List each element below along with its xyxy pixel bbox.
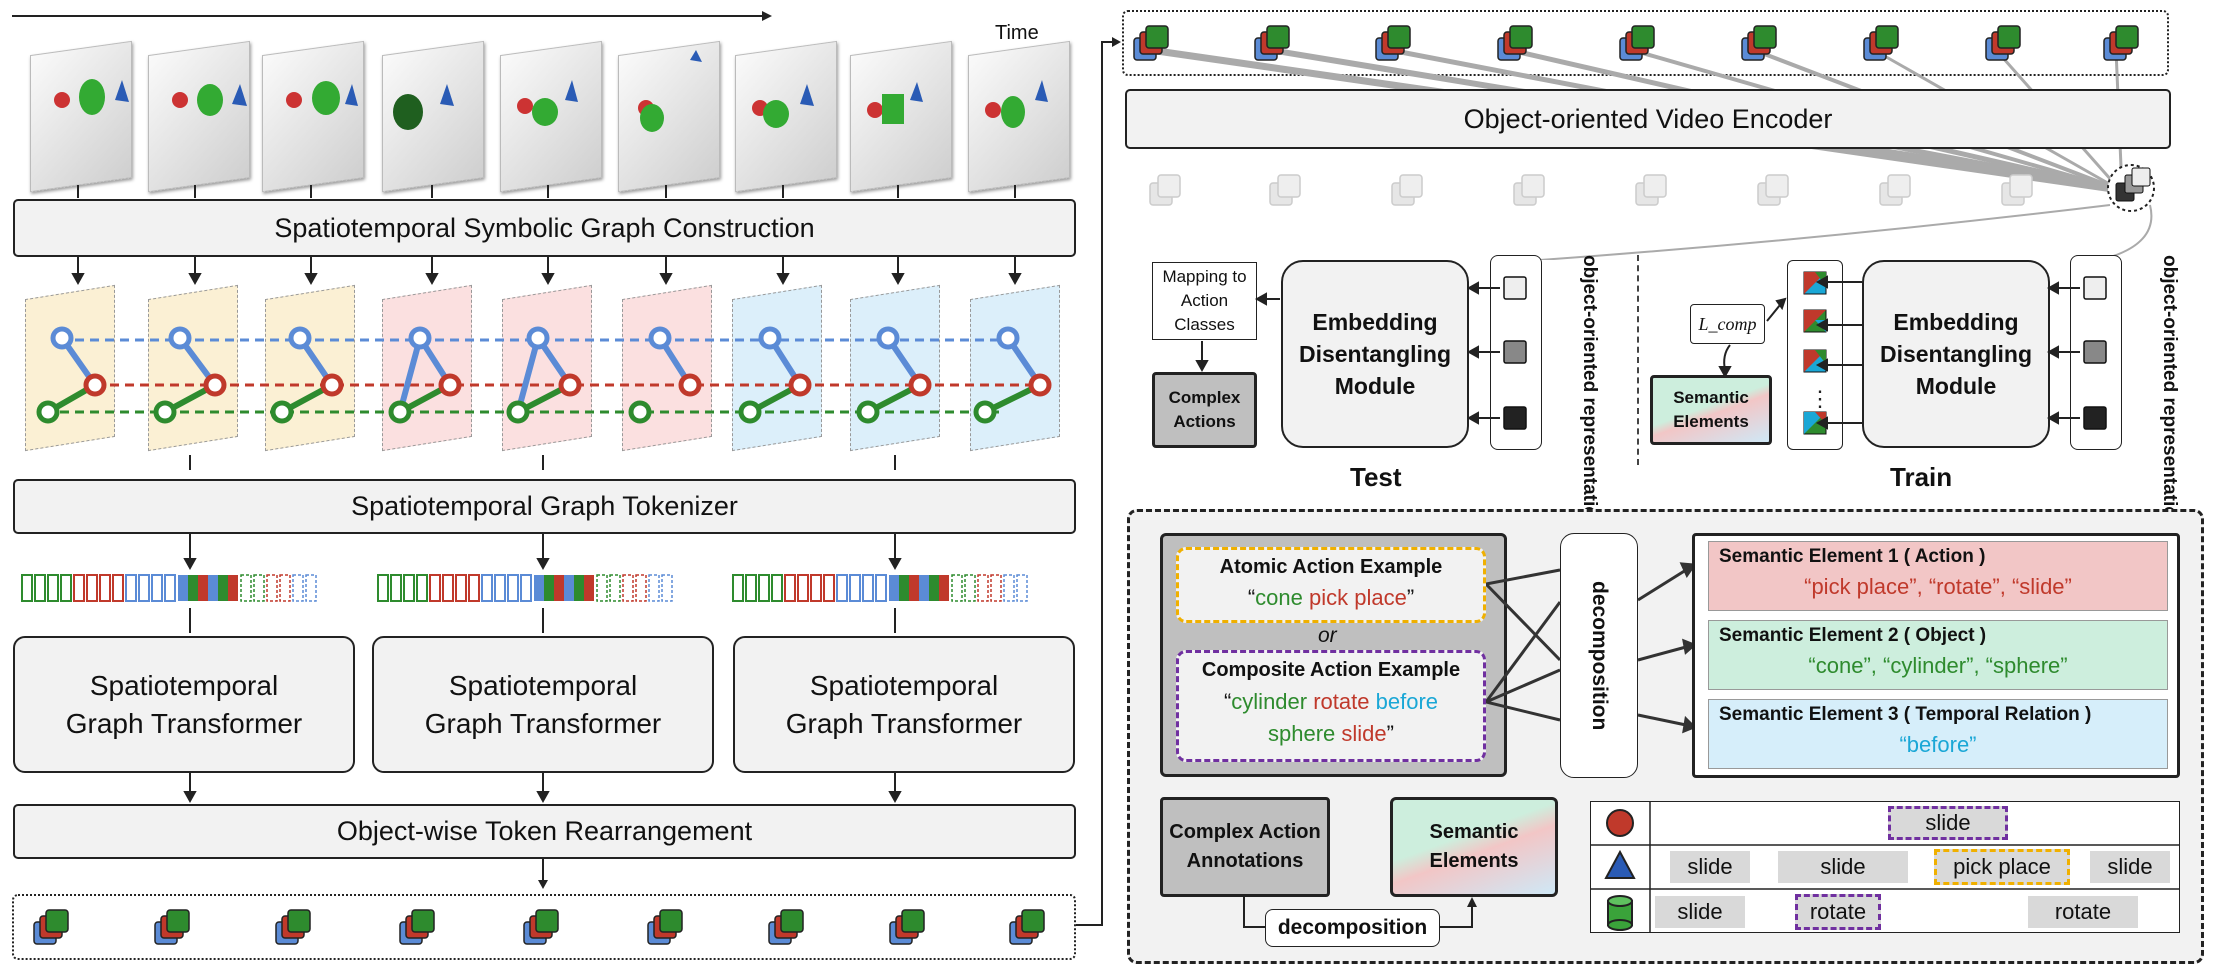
graph-dashed-links <box>45 338 1045 414</box>
complex-actions-output: Complex Actions <box>1152 372 1257 448</box>
decomposition-vertical-label: decomposition <box>1588 580 1611 731</box>
transformer-line2: Graph Transformer <box>424 707 662 739</box>
graph-tokenizer-block: Spatiotemporal Graph Tokenizer <box>13 479 1076 534</box>
time-label: Time <box>995 22 1039 44</box>
train-representation-label: object-oriented representation <box>2159 255 2180 530</box>
transformer-arrows <box>183 772 902 804</box>
test-caption: Test <box>1350 462 1402 492</box>
semantic-element-value: “pick place”, “rotate”, “slide” <box>1804 574 2072 599</box>
semantic-element-value: “cone”, “cylinder”, “sphere” <box>1808 653 2068 678</box>
symbolic-graphs <box>36 326 1052 470</box>
object-token-strip <box>12 894 1076 960</box>
or-label: or <box>1318 624 1337 647</box>
token-sequences <box>21 533 1028 633</box>
semantic-element-action: Semantic Element 1 ( Action ) “pick plac… <box>1708 541 2168 611</box>
semantic-element-title: Semantic Element 3 ( Temporal Relation ) <box>1719 704 2092 725</box>
composite-title: Composite Action Example <box>1201 659 1461 681</box>
frame-objects <box>54 50 1048 198</box>
test-arrows <box>1195 276 1527 430</box>
decomposition-arrows <box>1486 562 1697 734</box>
test-representation-label: object-oriented representation <box>1579 255 1600 530</box>
semantic-element-temporal: Semantic Element 3 ( Temporal Relation )… <box>1708 699 2168 769</box>
atomic-quote: “cone pick place” <box>1247 585 1415 610</box>
timeline-chip-cylinder-slide: slide <box>1655 896 1745 928</box>
graph-transformer-3: Spatiotemporal Graph Transformer <box>733 636 1075 773</box>
timeline-chip-cone-slide: slide <box>2090 851 2170 883</box>
video-encoder-block: Object-oriented Video Encoder <box>1125 89 2171 149</box>
embedding-disentangling-module-train: Embedding Disentangling Module <box>1862 260 2050 448</box>
atomic-title: Atomic Action Example <box>1219 556 1443 578</box>
object-tokens-bottom <box>33 909 1045 945</box>
semantic-element-title: Semantic Element 2 ( Object ) <box>1719 625 1987 646</box>
semantic-element-object: Semantic Element 2 ( Object ) “cone”, “c… <box>1708 620 2168 690</box>
transformer-line2: Graph Transformer <box>785 707 1023 739</box>
timeline-chip-cone-slide: slide <box>1778 851 1908 883</box>
semantic-elements-train: Semantic Elements <box>1650 375 1772 445</box>
transformer-line1: Spatiotemporal <box>448 669 638 701</box>
train-arrows <box>1718 275 2107 430</box>
graph-transformer-2: Spatiotemporal Graph Transformer <box>372 636 714 773</box>
graph-nodes <box>36 326 1052 424</box>
graph-to-tokenizer-lines <box>189 455 896 470</box>
timeline-grid <box>1590 801 2180 933</box>
timeline-chip-cylinder-rotate: rotate <box>2028 896 2138 928</box>
grey-output-tokens <box>1149 174 2033 206</box>
token-row-3 <box>732 574 1028 602</box>
timeline-chip-cone-slide: slide <box>1670 851 1750 883</box>
loss-comp: L_comp <box>1690 304 1765 344</box>
timeline-chip-sphere-slide: slide <box>1888 806 2008 840</box>
semantic-element-value: “before” <box>1899 732 1977 757</box>
semantic-elements-bottom: Semantic Elements <box>1390 797 1558 897</box>
loss-label: L_comp <box>1698 313 1757 334</box>
transformer-line2: Graph Transformer <box>65 707 303 739</box>
frame-scene-objects <box>54 50 1048 132</box>
graph-edges <box>45 335 1043 415</box>
complex-action-annotations: Complex Action Annotations <box>1160 797 1330 897</box>
token-rearrangement-block: Object-wise Token Rearrangement <box>13 804 1076 859</box>
time-arrow <box>12 11 772 21</box>
train-caption: Train <box>1890 462 1953 492</box>
construction-arrows <box>71 256 1022 286</box>
frame-down-ticks <box>77 185 1016 198</box>
decomposition-label-box: decomposition <box>1265 909 1440 947</box>
rearrangement-arrow <box>538 858 548 889</box>
decomposition-vertical-box: decomposition <box>1560 533 1638 778</box>
top-token-strip <box>1122 10 2169 76</box>
graph-transformer-1: Spatiotemporal Graph Transformer <box>13 636 355 773</box>
embedding-disentangling-module-test: Embedding Disentangling Module <box>1281 260 1469 448</box>
token-row-2 <box>377 574 673 602</box>
cylinder-object-icon <box>1607 895 1633 931</box>
composite-action-example: Composite Action Example “cylinder rotat… <box>1176 650 1486 762</box>
token-ellipsis: ⋮ <box>1809 386 1831 411</box>
transformer-line1: Spatiotemporal <box>809 669 999 701</box>
mapping-to-action-classes: Mapping to Action Classes <box>1152 262 1257 340</box>
token-row-1 <box>21 574 317 602</box>
connector-left-to-right <box>1076 37 1121 926</box>
token-to-transformer-lines <box>189 608 896 633</box>
sphere-object-icon <box>1606 809 1634 837</box>
cone-object-icon <box>1604 849 1636 879</box>
tokenizer-arrows <box>183 533 902 571</box>
timeline-chip-cylinder-rotate: rotate <box>1795 894 1881 930</box>
timeline-chip-cone-pick-place: pick place <box>1934 849 2070 885</box>
atomic-action-example: Atomic Action Example “cone pick place” <box>1176 547 1486 623</box>
graph-construction-block: Spatiotemporal Symbolic Graph Constructi… <box>13 199 1076 257</box>
test-train-divider <box>1637 255 1639 465</box>
semantic-element-title: Semantic Element 1 ( Action ) <box>1719 546 1986 567</box>
transformer-line1: Spatiotemporal <box>89 669 279 701</box>
